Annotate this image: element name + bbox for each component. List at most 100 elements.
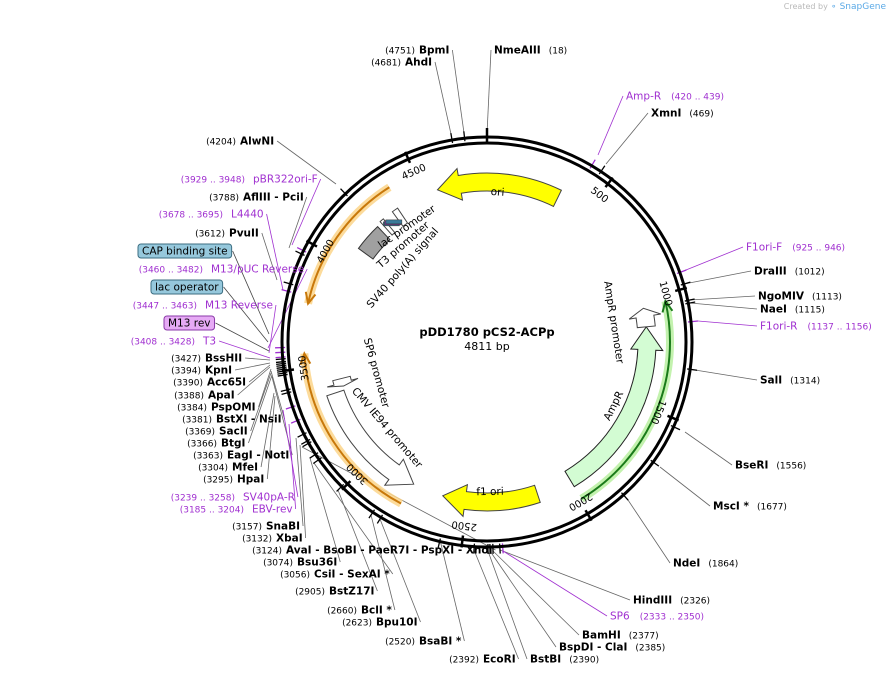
restriction-site-label: (3388) xyxy=(174,392,204,402)
primer-name: F1ori-F xyxy=(746,242,782,254)
site-position: (3394) xyxy=(171,367,201,377)
credit-text: Created by xyxy=(783,2,828,11)
feature-shape xyxy=(327,375,359,388)
leader-line xyxy=(492,550,580,636)
orf-arcs xyxy=(299,183,674,508)
plasmid-backbone xyxy=(280,128,694,549)
leader-line xyxy=(288,196,308,249)
leader-line xyxy=(451,49,465,134)
site-position: (4204) xyxy=(206,138,236,148)
site-position: (3612) xyxy=(195,230,225,240)
leader-line xyxy=(282,409,299,498)
site-name: MfeI xyxy=(232,462,258,474)
boxed-feature-label: CAP binding site xyxy=(142,246,228,258)
restriction-site-label: (4751) xyxy=(385,47,415,57)
site-position: (469) xyxy=(689,110,713,120)
restriction-site-label: (3074) xyxy=(263,559,293,569)
restriction-site-label: BseRI(1556) xyxy=(735,460,806,472)
site-name: NgoMIV xyxy=(758,291,805,303)
leader-line xyxy=(299,444,307,539)
restriction-site-label: (3384) xyxy=(177,404,207,414)
orf-line xyxy=(580,300,671,500)
primer-label: (3447 .. 3463) xyxy=(133,302,197,312)
site-position: (3384) xyxy=(177,404,207,414)
leader-line xyxy=(271,376,293,456)
site-position: (2326) xyxy=(680,597,710,607)
boxed-feature-label: M13 rev xyxy=(168,318,211,330)
feature-shape xyxy=(326,389,415,486)
scale-tick-label: 3500 xyxy=(297,355,311,382)
site-position: (1113) xyxy=(812,293,842,303)
leader-line xyxy=(683,270,752,285)
primer-name: SP6 xyxy=(610,611,630,623)
site-position: (3157) xyxy=(232,523,262,533)
restriction-site-label: (3295) xyxy=(203,476,233,486)
site-name: BsaBI * xyxy=(419,636,462,648)
primer-label: (3239 .. 3258) xyxy=(171,494,235,504)
site-position: (3366) xyxy=(187,440,217,450)
leader-line xyxy=(248,364,271,383)
restriction-site-label: NmeAIII(18) xyxy=(494,45,567,57)
site-name: AhdI xyxy=(405,57,432,69)
site-name: BclI * xyxy=(361,605,392,617)
restriction-site-label: NgoMIV (1113) xyxy=(758,291,842,303)
leader-line xyxy=(434,61,452,135)
restriction-site-label: (3124) xyxy=(252,547,282,557)
leader-line xyxy=(337,489,378,592)
leader-line xyxy=(659,466,711,507)
primer-position: (1137 .. 1156) xyxy=(807,323,871,333)
site-name: BpmI xyxy=(419,45,449,57)
scale-tick xyxy=(341,480,352,491)
restriction-site-label: (3304) xyxy=(198,464,228,474)
scale-tick-label: 4000 xyxy=(315,238,337,266)
primer-name: M13/pUC Reverse xyxy=(211,264,304,276)
site-labels: (4751)BpmI(4681)AhdI(4204)AlwNI(3788)Afl… xyxy=(131,45,872,666)
leader-line xyxy=(232,250,270,335)
site-position: (2520) xyxy=(385,638,415,648)
primer-label: F1ori-R(1137 .. 1156) xyxy=(760,321,872,333)
leader-line xyxy=(270,370,285,420)
restriction-site-label: (3788) xyxy=(209,194,239,204)
leader-line xyxy=(248,374,273,444)
site-position: (1864) xyxy=(708,560,738,570)
site-position: (3295) xyxy=(203,476,233,486)
label-leader-lines xyxy=(215,49,758,660)
leader-line xyxy=(486,49,492,135)
site-name: NdeI xyxy=(673,558,700,570)
scale-tick xyxy=(584,509,593,522)
restriction-site-label: (3427) xyxy=(171,355,201,365)
leader-line xyxy=(379,518,421,623)
scale-tick-label: 2000 xyxy=(566,490,594,512)
leader-line xyxy=(268,304,277,354)
site-name: Bpu10I xyxy=(376,617,418,629)
site-position: (4751) xyxy=(385,47,415,57)
leader-line xyxy=(261,232,278,281)
site-name: KpnI xyxy=(205,365,232,377)
restriction-site-label: (4681) xyxy=(371,59,401,69)
plasmid-length: 4811 bp xyxy=(464,340,509,353)
primer-name: EBV-rev xyxy=(252,504,293,516)
leader-line xyxy=(215,322,270,352)
leader-line xyxy=(260,392,275,468)
site-position: (2390) xyxy=(569,656,599,666)
leader-line xyxy=(689,295,756,301)
site-name: AvaI - BsoBI - PaeR7I - PspXI - XhoI xyxy=(286,545,493,557)
site-name: BstBI xyxy=(530,654,561,666)
restriction-site-label: NdeI (1864) xyxy=(673,558,738,570)
site-name: Acc65I xyxy=(207,377,246,389)
site-name: NmeAIII xyxy=(494,45,541,57)
snapgene-logo-icon: ⚬ xyxy=(830,2,838,11)
restriction-site-label: BspDI - ClaI(2385) xyxy=(559,642,665,654)
site-name: BseRI xyxy=(735,460,768,472)
site-position: (3381) xyxy=(182,416,212,426)
leader-line xyxy=(266,213,284,291)
restriction-site-label: XmnI(469) xyxy=(651,108,714,120)
orf-line xyxy=(303,353,402,505)
site-position: (1314) xyxy=(790,377,820,387)
restriction-site-label: BstBI (2390) xyxy=(530,654,599,666)
leader-line xyxy=(291,178,322,246)
feature-shape xyxy=(436,167,563,208)
scale-tick xyxy=(667,414,680,422)
site-position: (3304) xyxy=(198,464,228,474)
site-position: (2385) xyxy=(635,644,665,654)
